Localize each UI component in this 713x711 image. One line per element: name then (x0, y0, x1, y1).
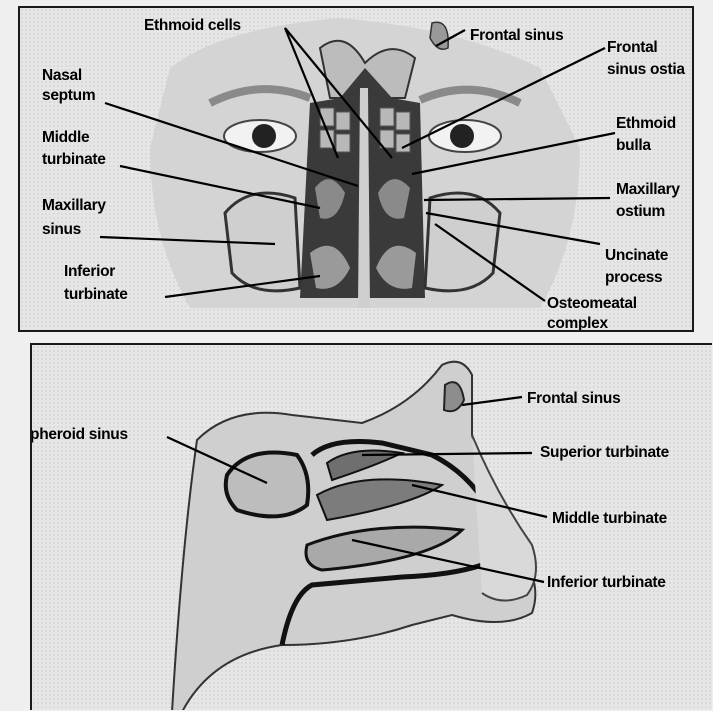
sagittal-view-panel: Frontal sinus Spheroid sinus Superior tu… (30, 343, 712, 710)
label-superior-turbinate: Superior turbinate (540, 443, 669, 463)
label-middle-turbinate-1: Middle (42, 128, 89, 148)
label-nasal-septum-1: Nasal (42, 66, 82, 86)
right-pupil (450, 124, 474, 148)
label-middle-turbinate-bottom: Middle turbinate (552, 509, 667, 529)
label-middle-turbinate-2: turbinate (42, 150, 106, 170)
label-osteomeatal-complex-1: Osteomeatal (547, 294, 637, 314)
frontal-view-panel: Ethmoid cells Frontal sinus Frontal sinu… (18, 6, 694, 332)
label-nasal-septum-2: septum (42, 86, 95, 106)
label-uncinate-process-1: Uncinate (605, 246, 668, 266)
label-ethmoid-cells: Ethmoid cells (144, 16, 241, 36)
label-maxillary-ostium-2: ostium (616, 202, 665, 222)
left-pupil (252, 124, 276, 148)
label-uncinate-process-2: process (605, 268, 662, 288)
label-ethmoid-bulla-1: Ethmoid (616, 114, 676, 134)
nose-shape (472, 435, 536, 601)
label-frontal-sinus-bottom: Frontal sinus (527, 389, 620, 409)
label-frontal-sinus-top: Frontal sinus (470, 26, 563, 46)
label-inferior-turbinate-bottom: Inferior turbinate (547, 573, 666, 593)
label-ethmoid-bulla-2: bulla (616, 136, 651, 156)
septum-shape (358, 88, 370, 308)
label-maxillary-sinus-1: Maxillary (42, 196, 106, 216)
label-frontal-sinus-ostia-2: sinus ostia (607, 60, 685, 80)
label-frontal-sinus-ostia-1: Frontal (607, 38, 657, 58)
label-maxillary-sinus-2: sinus (42, 220, 81, 240)
label-osteomeatal-complex-2: complex (547, 314, 608, 332)
label-maxillary-ostium-1: Maxillary (616, 180, 680, 200)
label-inferior-turbinate-2: turbinate (64, 285, 128, 305)
spheroid-sinus-shape (226, 453, 309, 517)
label-spheroid-sinus: Spheroid sinus (30, 425, 128, 445)
label-inferior-turbinate-1: Inferior (64, 262, 115, 282)
frontal-view-illustration (20, 8, 694, 332)
